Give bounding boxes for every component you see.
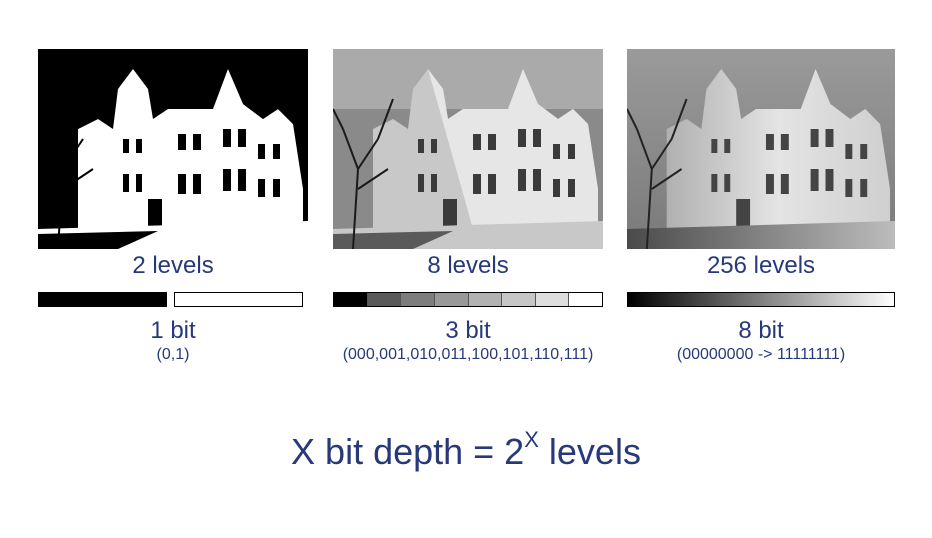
- gradient-bar: [627, 292, 895, 307]
- tone-segment: [334, 293, 368, 306]
- codes-label: (00000000 -> 11111111): [676, 346, 846, 363]
- tone-scale-3bit: [333, 292, 603, 307]
- tone-segment: [468, 293, 503, 306]
- codes-label: (000,001,010,011,100,101,110,111): [342, 346, 594, 363]
- segment-row: [333, 292, 603, 307]
- codes-label: (0,1): [156, 346, 190, 363]
- building-photo-8bit: [627, 49, 895, 249]
- building-photo-1bit: [38, 49, 308, 249]
- building-image: [333, 49, 603, 249]
- tone-scale-8bit: [627, 292, 895, 307]
- bit-label: 3 bit: [445, 317, 491, 344]
- tone-segment: [367, 293, 402, 306]
- tone-black: [38, 292, 167, 307]
- tone-segment: [434, 293, 469, 306]
- building-image: [627, 49, 895, 249]
- tone-segment: [401, 293, 435, 306]
- tone-segment: [535, 293, 570, 306]
- tone-segment: [569, 293, 602, 306]
- formula-exponent: X: [524, 427, 539, 452]
- bit-label: 1 bit: [150, 317, 196, 344]
- formula-base: X bit depth = 2: [291, 431, 525, 472]
- tone-white: [174, 292, 303, 307]
- formula-tail: levels: [538, 431, 641, 472]
- tone-scale-1bit: [38, 292, 308, 307]
- bit-depth-formula: X bit depth = 2X levels: [0, 420, 932, 476]
- bit-label: 8 bit: [738, 317, 784, 344]
- building-image: [38, 49, 308, 249]
- tone-segment: [502, 293, 536, 306]
- levels-label: 256 levels: [706, 252, 816, 279]
- building-photo-3bit: [333, 49, 603, 249]
- levels-label: 2 levels: [132, 252, 214, 279]
- levels-label: 8 levels: [427, 252, 509, 279]
